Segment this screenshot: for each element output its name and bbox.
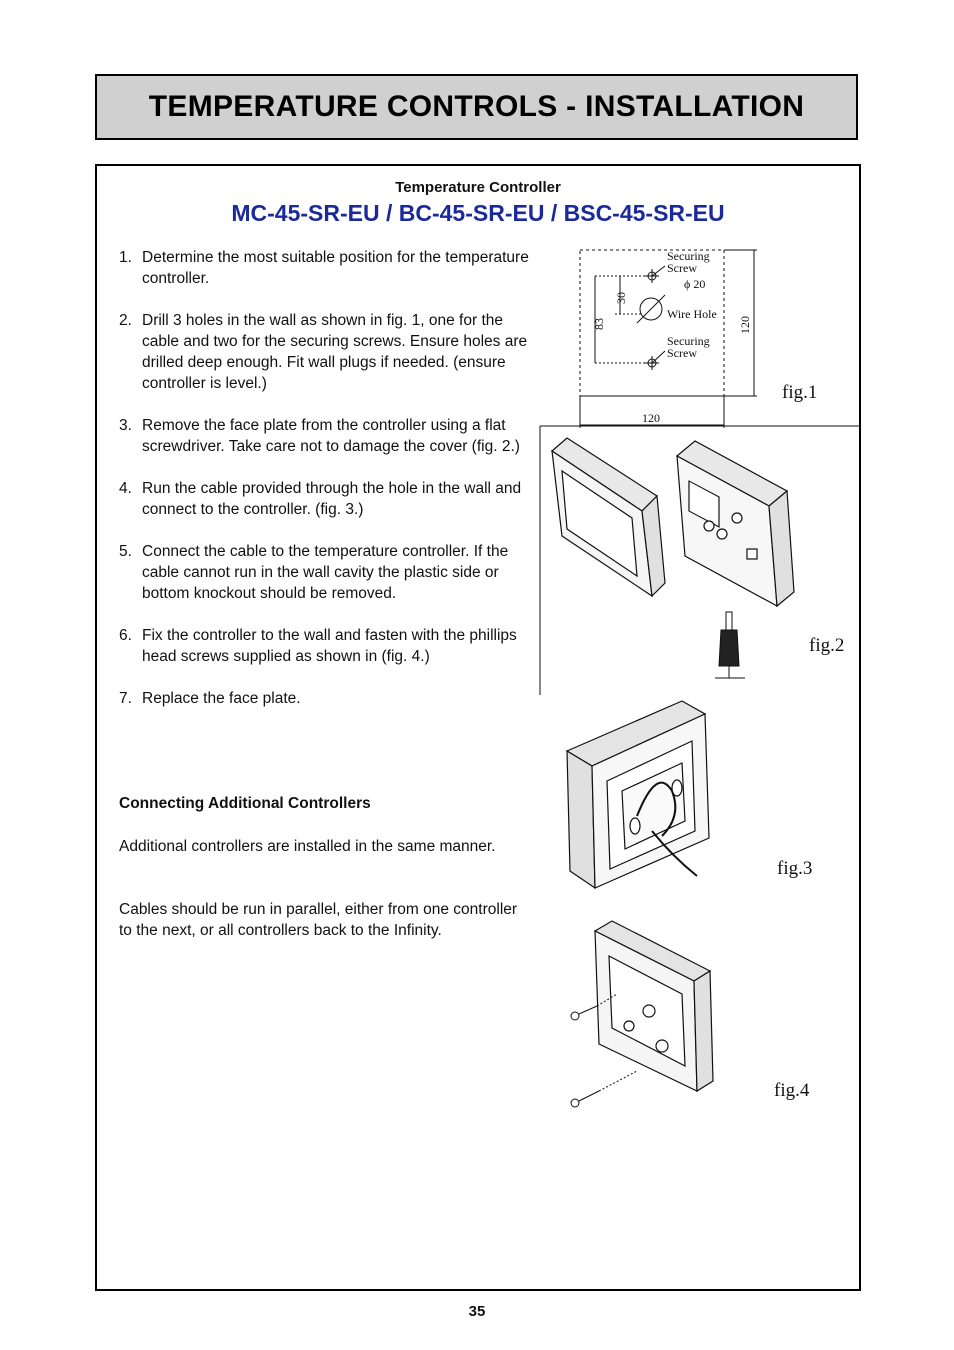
fig3-label: fig.3 <box>777 858 812 879</box>
fig2-controller-body <box>675 440 795 608</box>
step-item: 3. Remove the face plate from the control… <box>119 415 529 457</box>
step-item: 1. Determine the most suitable position f… <box>119 247 529 289</box>
step-text: Replace the face plate. <box>142 690 301 707</box>
figures-area: Securing Screw ϕ 20 Wire Hole Securing S… <box>539 249 859 1108</box>
fig4-label: fig.4 <box>774 1080 810 1101</box>
additional-paragraph-1: Additional controllers are installed in … <box>119 838 496 855</box>
content-panel: Temperature Controller MC-45-SR-EU / BC-… <box>95 164 861 1291</box>
step-number: 4. <box>119 480 132 497</box>
step-item: 7. Replace the face plate. <box>119 688 529 709</box>
fig1-labels: Securing Screw ϕ 20 Wire Hole Securing S… <box>592 249 817 425</box>
additional-paragraph-2: Cables should be run in parallel, either… <box>119 901 518 939</box>
fig1-screw-bottom: Screw <box>667 346 697 360</box>
fig1-dim-120-horizontal: 120 <box>642 411 660 425</box>
fig1-label: fig.1 <box>782 382 817 403</box>
section-subtitle: Temperature Controller <box>395 179 561 196</box>
step-text: Connect the cable to the temperature con… <box>142 543 509 602</box>
fig3-controller-wiring <box>565 700 710 890</box>
page-header: TEMPERATURE CONTROLS - INSTALLATION <box>95 74 858 140</box>
installation-steps: 1. Determine the most suitable position f… <box>119 247 529 730</box>
step-text: Run the cable provided through the hole … <box>142 480 522 518</box>
step-number: 2. <box>119 312 132 329</box>
page-title: TEMPERATURE CONTROLS - INSTALLATION <box>148 90 805 123</box>
fig2-label: fig.2 <box>809 635 844 656</box>
step-text: Remove the face plate from the controlle… <box>142 417 520 455</box>
step-text: Determine the most suitable position for… <box>142 249 529 287</box>
screwdriver-icon <box>715 611 745 679</box>
step-text: Drill 3 holes in the wall as shown in fi… <box>142 312 528 392</box>
step-item: 4. Run the cable provided through the hol… <box>119 478 529 520</box>
fig1-dim-30: 30 <box>614 292 628 304</box>
fig1-dim-120-vertical: 120 <box>738 316 752 334</box>
step-item: 6. Fix the controller to the wall and fas… <box>119 625 529 667</box>
page-number: 35 <box>468 1303 486 1320</box>
fig1-screw-top: Screw <box>667 261 697 275</box>
model-numbers: MC-45-SR-EU / BC-45-SR-EU / BSC-45-SR-EU <box>231 200 725 226</box>
step-number: 6. <box>119 627 132 644</box>
step-item: 5. Connect the cable to the temperature c… <box>119 541 529 604</box>
screw-icon <box>570 1070 638 1108</box>
step-text: Fix the controller to the wall and faste… <box>142 627 517 665</box>
fig1-securing-bottom: Securing <box>667 334 710 348</box>
fig4-controller-mounting <box>593 920 714 1093</box>
step-number: 7. <box>119 690 132 707</box>
fig1-phi-20: ϕ 20 <box>684 277 705 291</box>
additional-controllers-heading: Connecting Additional Controllers <box>119 795 371 812</box>
screw-icon <box>570 993 618 1021</box>
fig1-drilling-template <box>579 249 757 428</box>
step-number: 5. <box>119 543 132 560</box>
step-number: 1. <box>119 249 132 266</box>
fig1-securing-top: Securing <box>667 249 710 263</box>
fig1-wire-hole: Wire Hole <box>667 307 717 321</box>
step-item: 2. Drill 3 holes in the wall as shown in … <box>119 310 529 394</box>
fig2-box-border <box>539 425 859 695</box>
fig1-dim-83: 83 <box>592 318 606 330</box>
fig2-face-plate <box>551 437 666 598</box>
step-number: 3. <box>119 417 132 434</box>
